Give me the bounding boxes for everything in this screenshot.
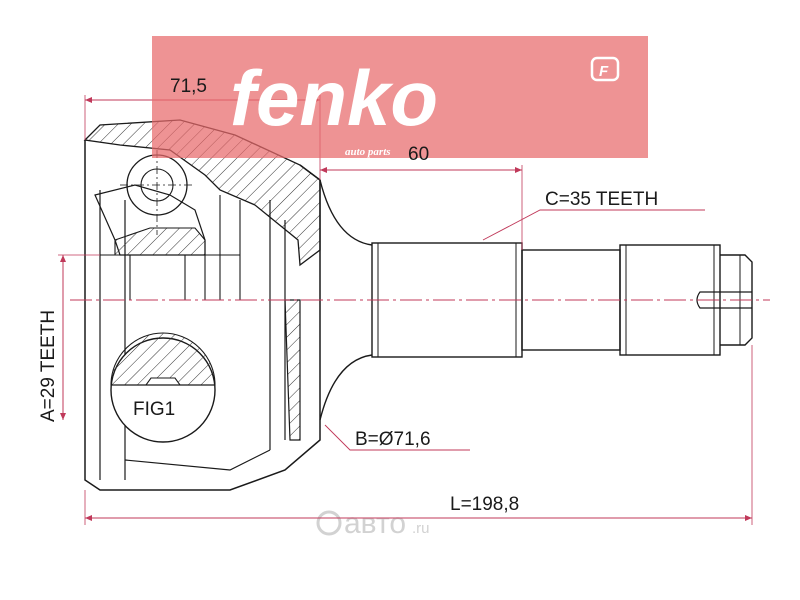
fig1-label: FIG1	[133, 399, 175, 420]
dim-spline-a: A=29 TEETH	[38, 310, 59, 422]
ball-cage	[94, 150, 241, 300]
bell-housing	[83, 119, 321, 491]
brand-badge-icon	[590, 56, 620, 82]
brand-banner-bg	[152, 36, 648, 158]
brand-tagline: auto parts	[345, 146, 391, 158]
dim-spline-c: C=35 TEETH	[545, 189, 658, 210]
watermark-tld: .ru	[412, 520, 430, 537]
watermark-name: авто	[344, 507, 406, 540]
watermark-logo-icon	[316, 510, 342, 536]
dim-diameter-b: B=Ø71,6	[355, 429, 431, 450]
shaft	[70, 179, 770, 421]
dim-inner-length: 60	[408, 144, 429, 165]
watermark: авто .ru	[316, 507, 430, 540]
brand-name: fenko	[230, 54, 438, 142]
dim-total-length: L=198,8	[450, 494, 519, 515]
brand-banner: fenko auto parts F	[152, 36, 648, 158]
dim-outer-length: 71,5	[170, 76, 207, 97]
brand-badge: F	[599, 63, 609, 80]
dimension-lines	[58, 95, 753, 525]
fig1-section: FIG1	[110, 332, 216, 443]
